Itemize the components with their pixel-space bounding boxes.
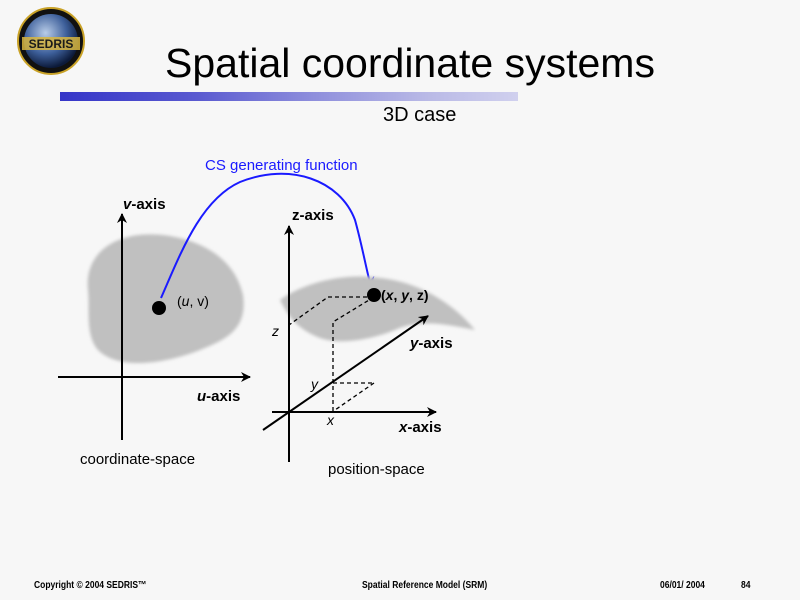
position-surface xyxy=(280,276,475,342)
xyz-point-label: (x, y, z) xyxy=(381,287,429,303)
coordinate-space-caption: coordinate-space xyxy=(80,451,195,468)
svg-text:SEDRIS: SEDRIS xyxy=(29,37,74,51)
projection-lines xyxy=(288,296,375,412)
z-coordinate-mark: z xyxy=(271,323,279,339)
footer-page-number: 84 xyxy=(741,580,751,591)
y-axis-label: y-axis xyxy=(409,335,453,352)
footer-title: Spatial Reference Model (SRM) xyxy=(362,580,488,591)
position-space-caption: position-space xyxy=(328,461,425,478)
z-axis-label: z-axis xyxy=(292,207,334,224)
title-underline-bar xyxy=(60,92,518,101)
slide-subtitle: 3D case xyxy=(383,104,457,126)
cs-generating-function-arrow xyxy=(160,172,375,299)
v-axis-label: v-axis xyxy=(123,196,166,213)
cs-generating-function-label: CS generating function xyxy=(205,157,358,174)
x-axis-label: x-axis xyxy=(398,419,442,436)
slide-title: Spatial coordinate systems xyxy=(165,40,655,86)
x-coordinate-mark: x xyxy=(326,412,335,428)
y-coordinate-mark: y xyxy=(310,376,319,392)
uv-point xyxy=(152,301,166,315)
coordinate-region xyxy=(87,234,244,364)
y-axis-line xyxy=(262,315,429,431)
uv-point-label: (u, v) xyxy=(177,293,209,309)
footer-date: 06/01/ 2004 xyxy=(660,580,705,591)
sedris-logo: SEDRIS xyxy=(17,7,85,75)
coordinate-systems-diagram: (u, v) v-axis u-axis coordinate-space CS… xyxy=(58,157,475,478)
u-axis-label: u-axis xyxy=(197,388,240,405)
xyz-point xyxy=(367,288,381,302)
footer-copyright: Copyright © 2004 SEDRIS™ xyxy=(34,580,147,591)
